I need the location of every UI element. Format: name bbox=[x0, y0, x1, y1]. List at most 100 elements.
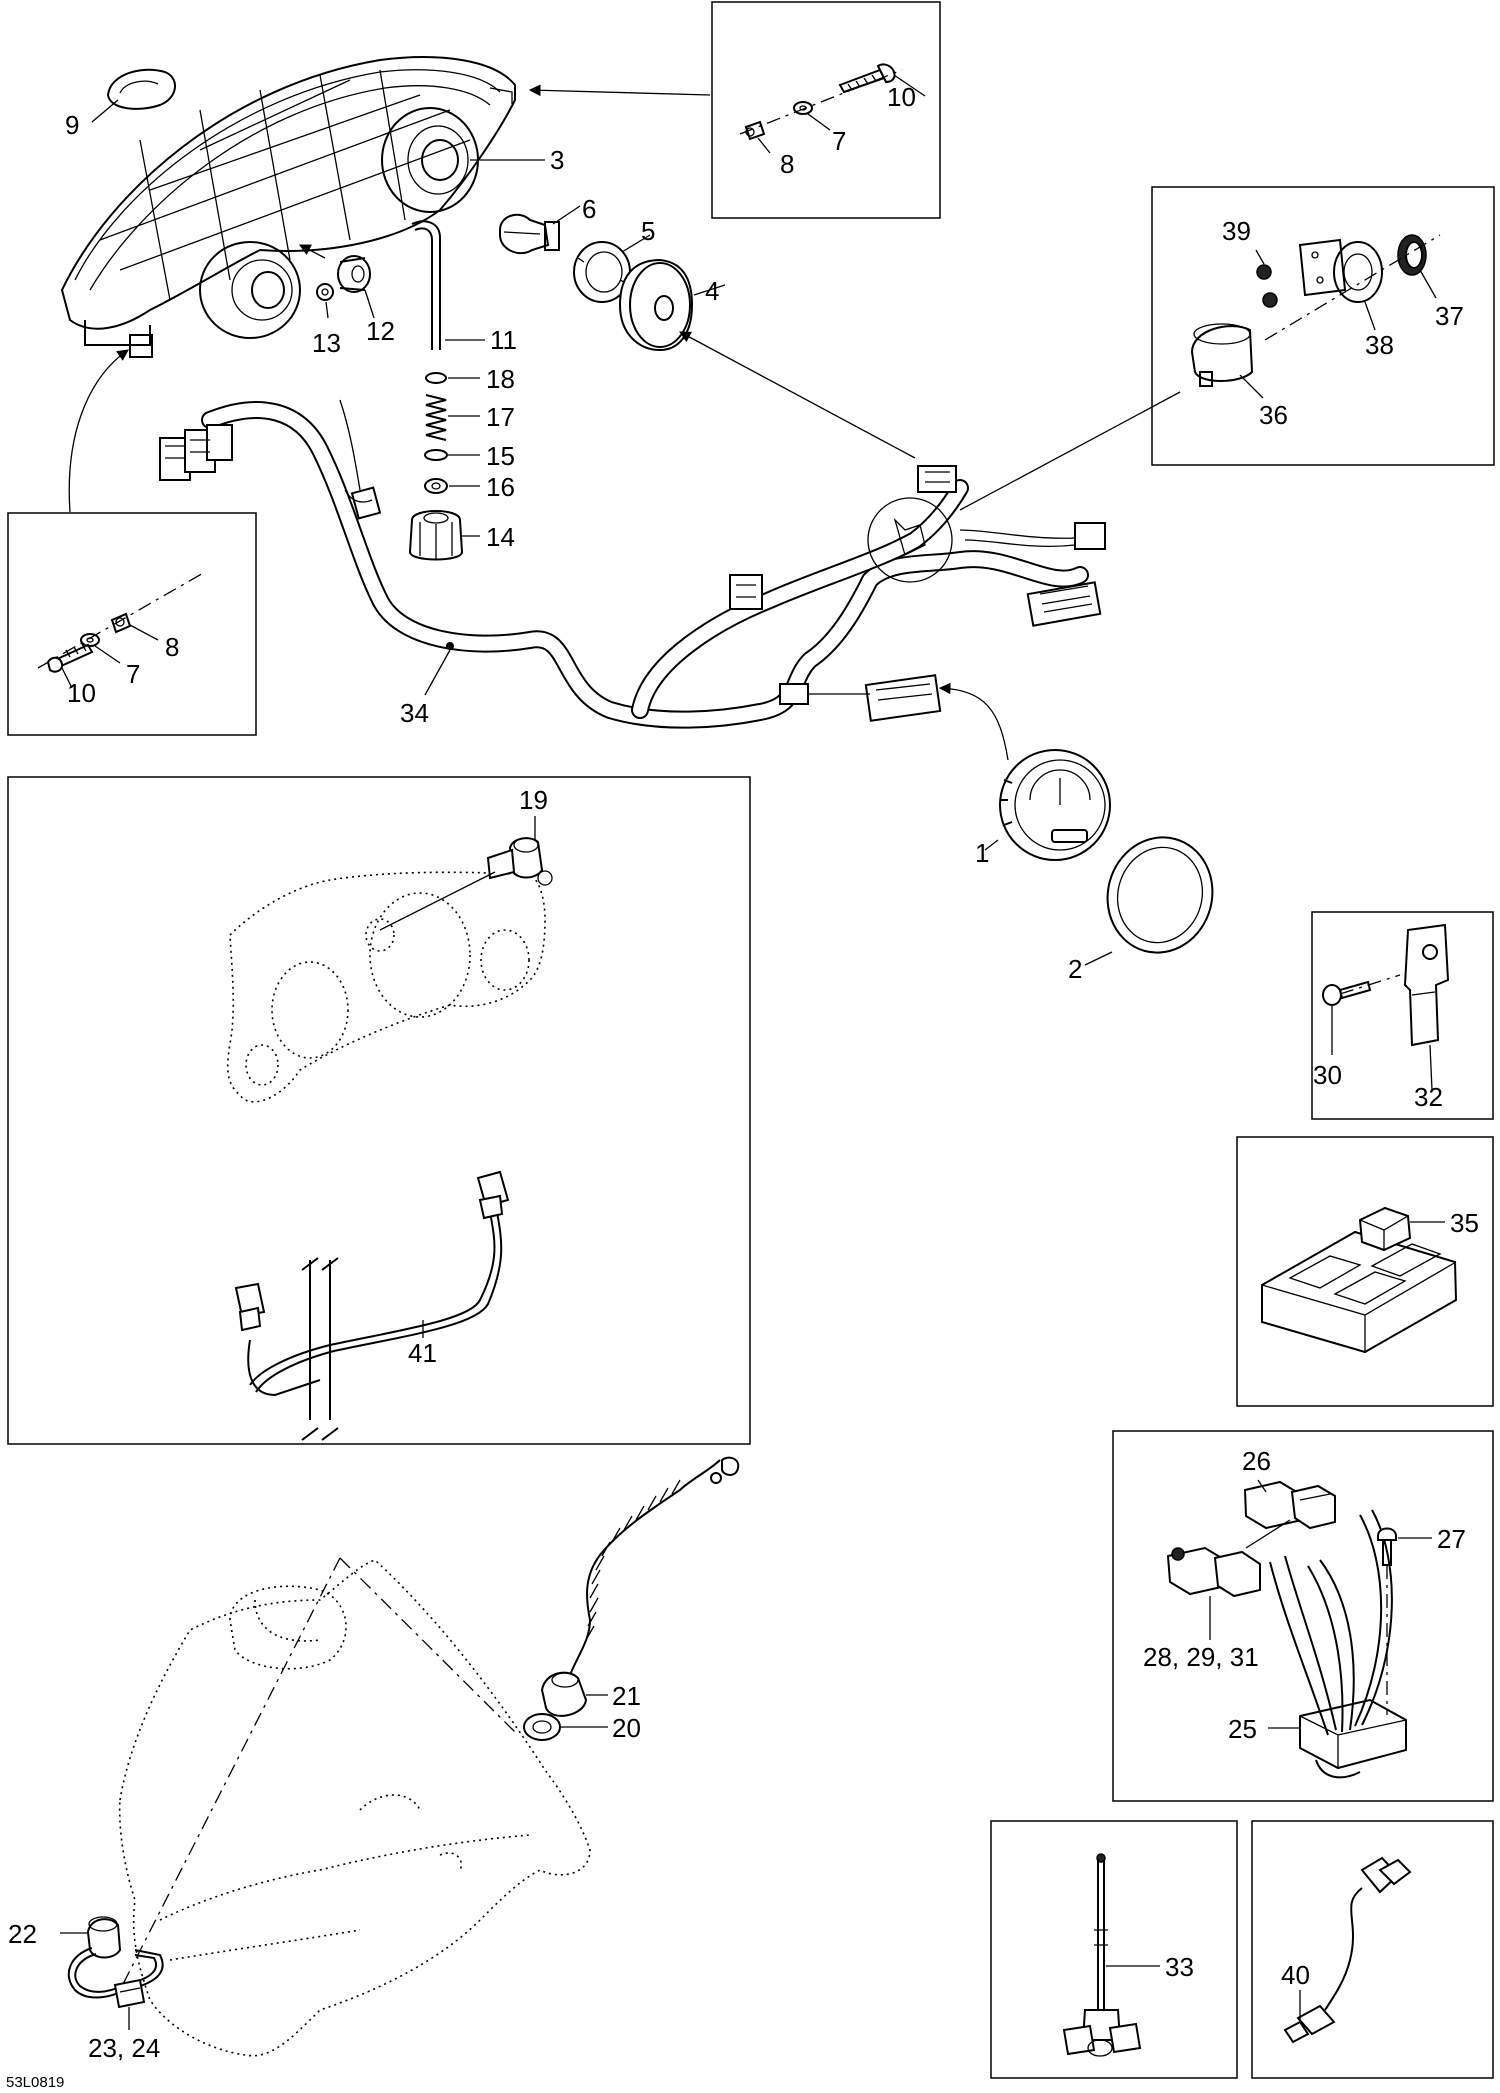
harness-part-41 bbox=[234, 1170, 510, 1441]
leader-36 bbox=[1239, 374, 1264, 399]
centerline-left-box bbox=[37, 571, 206, 669]
detail-box-rectifier bbox=[1112, 1430, 1494, 1802]
label-8-left: 8 bbox=[165, 632, 179, 662]
leader-6 bbox=[552, 205, 581, 225]
label-5: 5 bbox=[641, 216, 655, 246]
label-33: 33 bbox=[1165, 1952, 1194, 1982]
label-30: 30 bbox=[1313, 1060, 1342, 1090]
label-41: 41 bbox=[408, 1338, 437, 1368]
label-12: 12 bbox=[366, 316, 395, 346]
label-8-top: 8 bbox=[780, 149, 794, 179]
arrow-10-to-headlamp bbox=[528, 84, 711, 97]
leader-4 bbox=[693, 284, 726, 296]
label-1: 1 bbox=[975, 838, 989, 868]
gauge-part-1 bbox=[999, 749, 1111, 861]
switch-part-22 bbox=[67, 1916, 164, 1999]
detail-box-bracket bbox=[1311, 911, 1494, 1120]
arrow-fasteners-to-headlamp bbox=[68, 349, 129, 513]
leader-12 bbox=[364, 289, 375, 319]
bulb-part-6 bbox=[499, 213, 560, 255]
label-21: 21 bbox=[612, 1681, 641, 1711]
leader-10-left bbox=[61, 667, 73, 689]
label-3: 3 bbox=[550, 145, 564, 175]
leader-13 bbox=[325, 301, 329, 319]
label-40: 40 bbox=[1281, 1960, 1310, 1990]
label-17: 17 bbox=[486, 402, 515, 432]
arrow-to-headlamp-12 bbox=[298, 244, 326, 259]
wiring-harness-part-34 bbox=[159, 399, 1106, 729]
leader-8-left bbox=[129, 624, 159, 641]
label-25: 25 bbox=[1228, 1714, 1257, 1744]
screw-part-30 bbox=[1322, 980, 1372, 1006]
leader-9 bbox=[91, 99, 119, 123]
leader-37 bbox=[1419, 269, 1437, 299]
nut-part-20 bbox=[523, 1713, 561, 1741]
leader-26 bbox=[1257, 1479, 1267, 1493]
washer-part-15 bbox=[424, 449, 448, 461]
label-28-29-31: 28, 29, 31 bbox=[1143, 1642, 1259, 1672]
bezel-ring-part-2 bbox=[1106, 836, 1214, 954]
label-19: 19 bbox=[519, 785, 548, 815]
bracket-part-32 bbox=[1403, 923, 1450, 1047]
clip-part-9 bbox=[106, 68, 176, 110]
label-9: 9 bbox=[65, 110, 79, 140]
label-10-top: 10 bbox=[887, 82, 916, 112]
screw-part-10-left bbox=[46, 643, 94, 673]
label-7-left: 7 bbox=[126, 659, 140, 689]
lanyard-cord bbox=[569, 1456, 740, 1676]
detail-box-fasteners-top bbox=[711, 1, 941, 219]
switch-to-cluster bbox=[379, 871, 496, 931]
detail-box-temp-sensor bbox=[1251, 1820, 1494, 2079]
wires-rectifier bbox=[1269, 1509, 1393, 1736]
nut-part-39 bbox=[1256, 264, 1278, 308]
buzzer-part-36 bbox=[1190, 323, 1254, 387]
label-37: 37 bbox=[1435, 301, 1464, 331]
arrow-harness-to-boot bbox=[678, 331, 916, 459]
boot-cover-part-4 bbox=[618, 258, 694, 352]
centerline-cowl-2 bbox=[119, 1557, 341, 1991]
label-23-24: 23, 24 bbox=[88, 2033, 160, 2063]
centerline-top-box bbox=[739, 69, 903, 135]
leader-8-top bbox=[757, 137, 771, 154]
detail-box-cluster bbox=[7, 776, 751, 1445]
label-38: 38 bbox=[1365, 330, 1394, 360]
leader-34 bbox=[424, 649, 451, 696]
leader-32 bbox=[1429, 1044, 1433, 1091]
detail-box-fasteners-left bbox=[7, 512, 257, 736]
detail-box-buzzer bbox=[1151, 186, 1495, 466]
label-14: 14 bbox=[486, 522, 515, 552]
bushing-part-8-left bbox=[110, 612, 132, 634]
bracket-part-38 bbox=[1298, 238, 1383, 303]
knob-part-14 bbox=[408, 510, 464, 561]
link-connectors bbox=[1245, 1519, 1291, 1549]
label-7-top: 7 bbox=[832, 126, 846, 156]
connector-part-26 bbox=[1243, 1480, 1336, 1530]
centerline-buzzer bbox=[1264, 234, 1441, 341]
leader-harness-to-36 bbox=[959, 391, 1181, 511]
leader-2 bbox=[1084, 951, 1113, 966]
rectifier-part-25 bbox=[1299, 1698, 1407, 1779]
label-35: 35 bbox=[1450, 1208, 1479, 1238]
grommet-part-12 bbox=[337, 255, 371, 293]
label-16: 16 bbox=[486, 472, 515, 502]
leader-10-top bbox=[893, 74, 926, 97]
leader-1 bbox=[984, 839, 999, 851]
spring-part-17 bbox=[425, 394, 447, 441]
headlamp-housing bbox=[60, 56, 516, 358]
leader-39 bbox=[1255, 249, 1265, 265]
connector-part-23-24 bbox=[113, 1978, 146, 2009]
label-34: 34 bbox=[400, 698, 429, 728]
label-27: 27 bbox=[1437, 1524, 1466, 1554]
cap-part-21 bbox=[540, 1671, 588, 1717]
screw-part-10-top bbox=[838, 63, 896, 94]
label-15: 15 bbox=[486, 441, 515, 471]
label-2: 2 bbox=[1068, 954, 1082, 984]
label-18: 18 bbox=[486, 364, 515, 394]
nut-ring-part-37 bbox=[1397, 234, 1427, 276]
label-10-left: 10 bbox=[67, 678, 96, 708]
label-22: 22 bbox=[8, 1919, 37, 1949]
centerline-cowl-1 bbox=[339, 1557, 519, 1736]
temp-sensor-part-40 bbox=[1283, 1856, 1412, 2044]
leader-7-top bbox=[807, 113, 831, 131]
